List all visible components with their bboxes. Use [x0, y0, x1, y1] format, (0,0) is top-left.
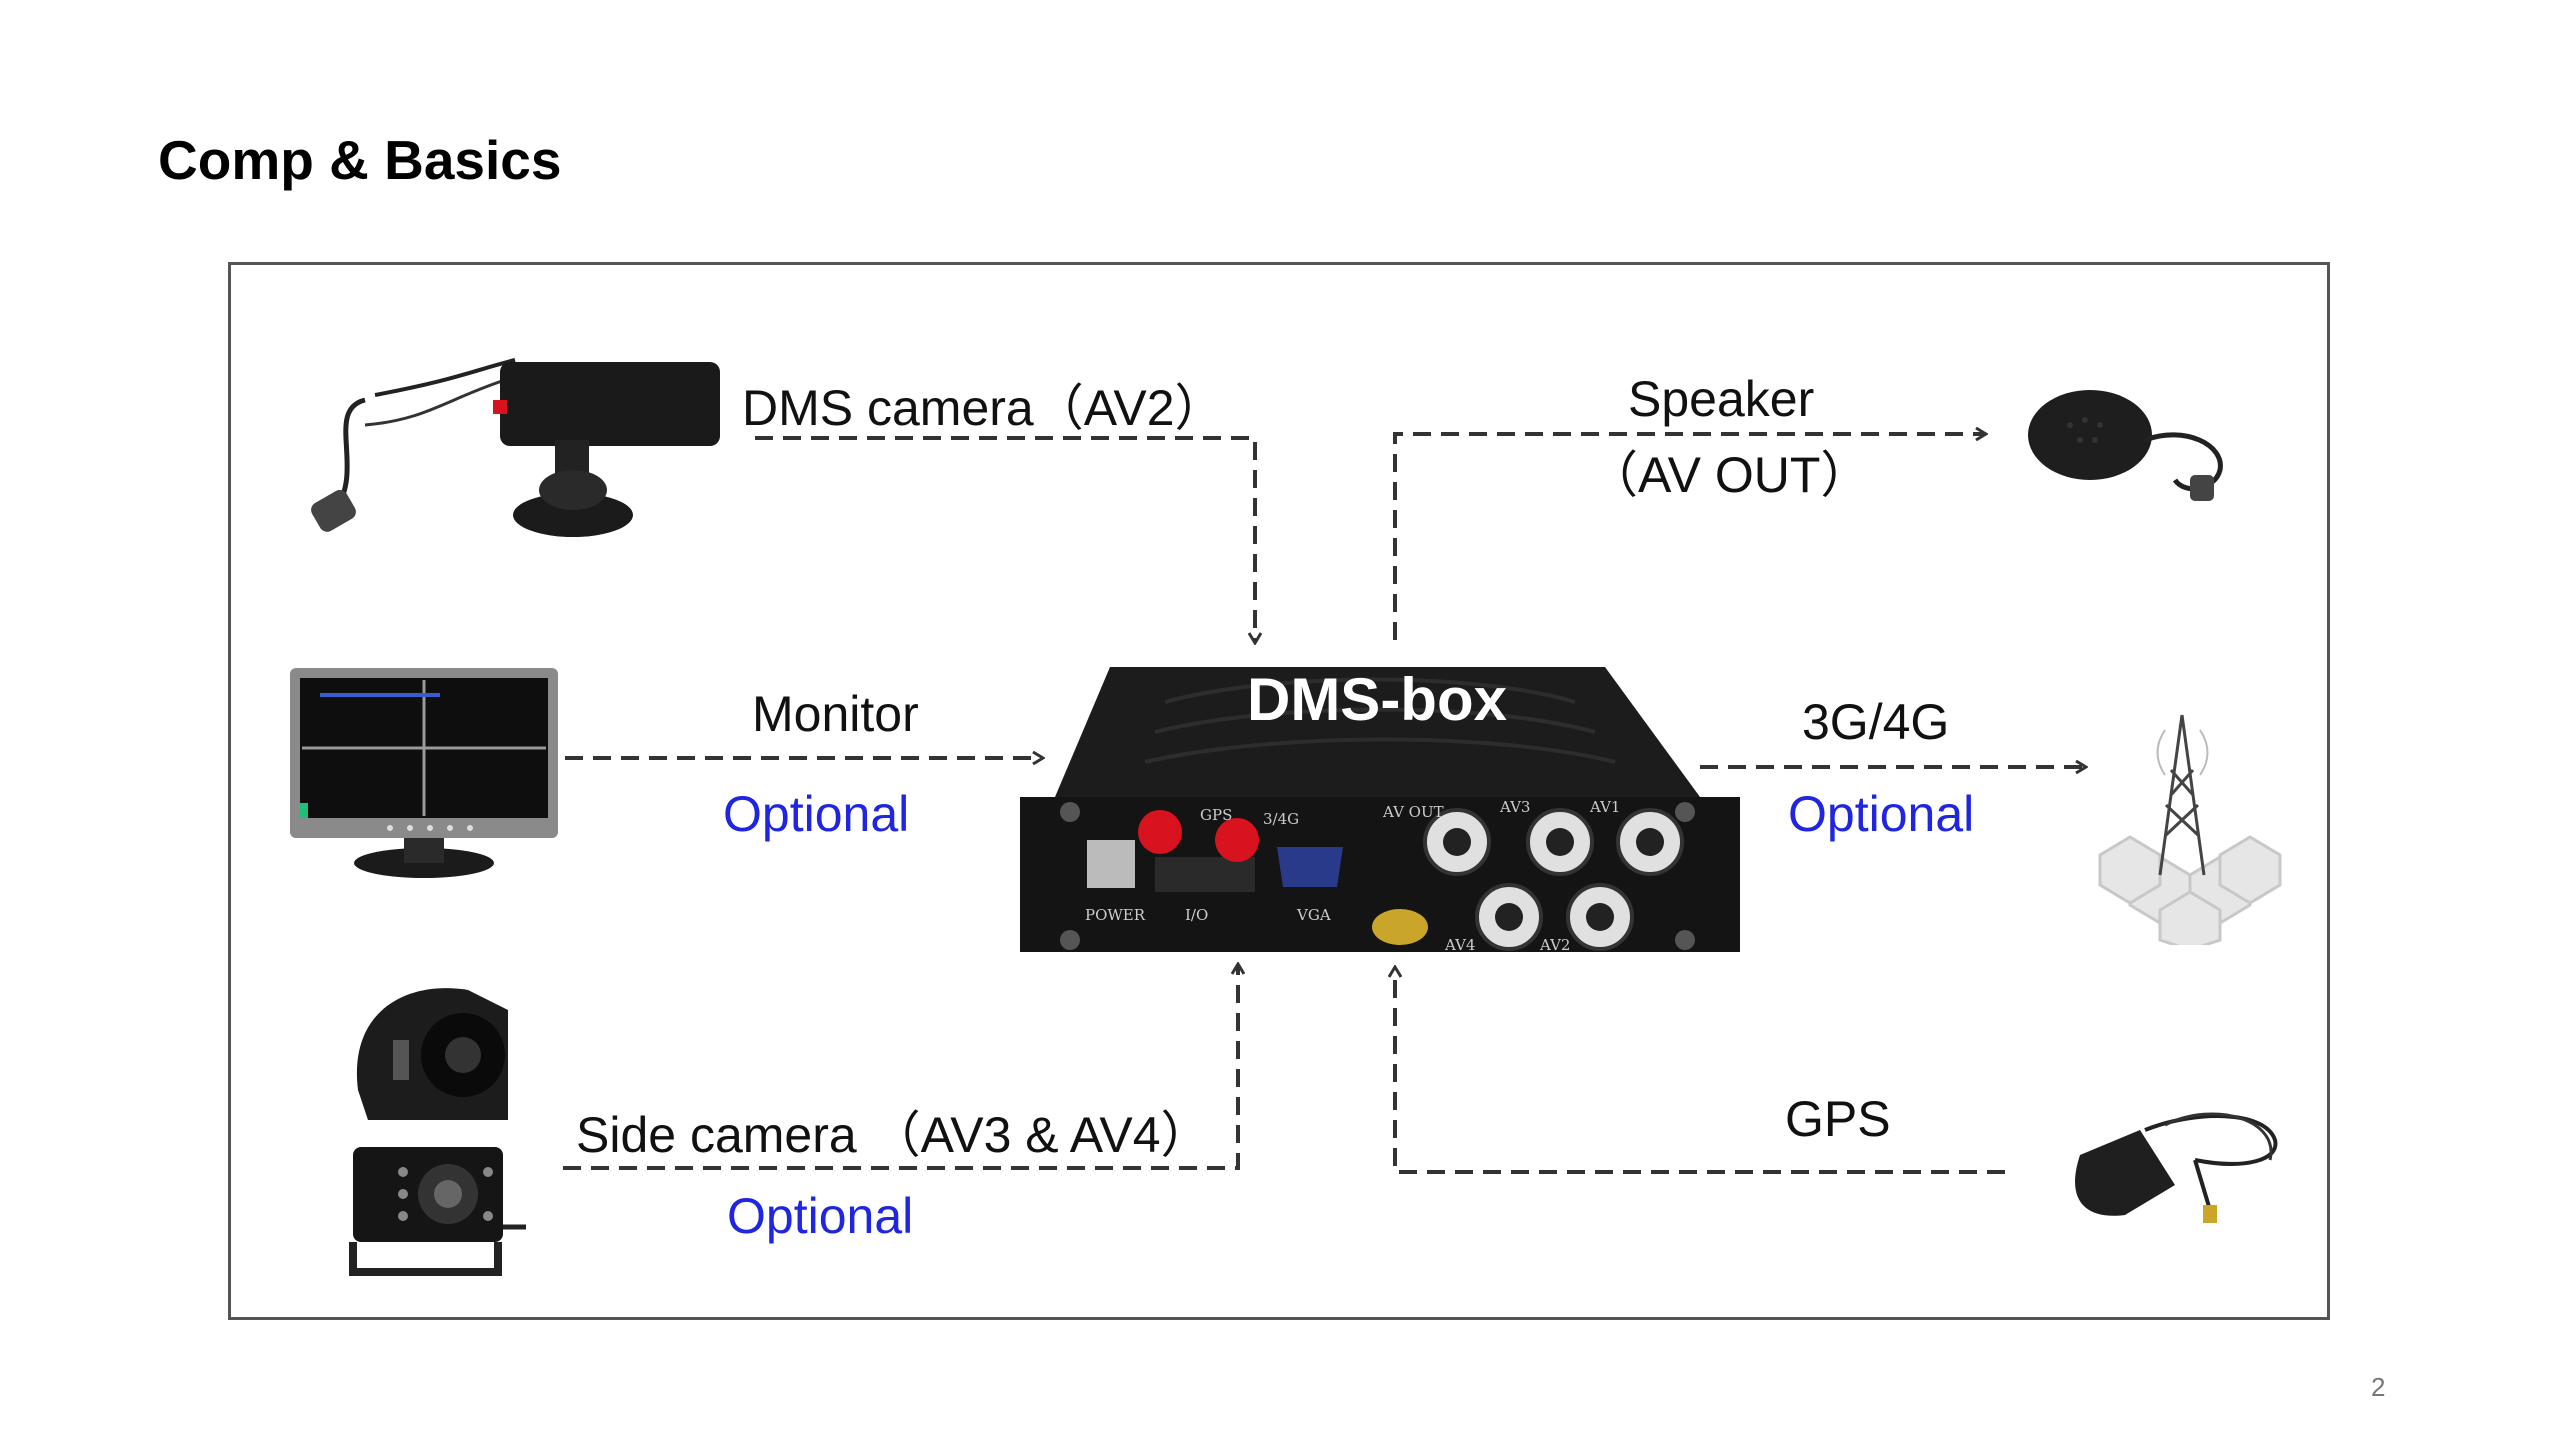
vga-port-label: VGA [1296, 906, 1331, 924]
av-out-port-label: AV OUT [1382, 803, 1444, 821]
gps-antenna-icon [2075, 1112, 2278, 1223]
av1-port-label: AV1 [1589, 798, 1620, 816]
page-title: Comp & Basics [158, 129, 562, 191]
dms-box-device: GPS 3/4G AV OUT AV3 AV1 POWER I/O VGA AV… [1020, 666, 1740, 954]
gps-arrow [1395, 968, 2005, 1174]
diagram-frame [228, 262, 2330, 1320]
gps-port-label: GPS [1200, 806, 1232, 824]
dms-box-label: DMS-box [1247, 666, 1507, 733]
dms-camera-icon [311, 358, 720, 537]
monitor-label: Monitor [752, 686, 919, 742]
page-number: 2 [2371, 1372, 2386, 1402]
net-port-label: 3/4G [1263, 810, 1299, 828]
speaker-label: Speaker [1628, 371, 1815, 427]
monitor-optional-label: Optional [723, 786, 910, 842]
power-port-label: POWER [1085, 906, 1146, 924]
speaker-arrow [1393, 434, 1985, 640]
monitor-icon [290, 668, 558, 878]
network-optional-label: Optional [1788, 786, 1975, 842]
dms-camera-label: DMS camera（AV2） [742, 380, 1225, 436]
speaker-icon [2028, 390, 2223, 501]
side-camera-arrow [563, 965, 1238, 1170]
av4-port-label: AV4 [1444, 936, 1475, 954]
gps-label: GPS [1785, 1091, 1891, 1147]
side-camera-optional-label: Optional [727, 1188, 914, 1244]
dome-side-camera-icon [356, 988, 508, 1120]
dms-camera-arrow [755, 436, 1255, 642]
network-label: 3G/4G [1802, 694, 1950, 750]
io-port-label: I/O [1185, 906, 1208, 924]
av2-port-label: AV2 [1539, 936, 1570, 954]
speaker-sublabel: （AV OUT） [1588, 447, 1871, 503]
side-camera-label: Side camera （AV3 & AV4） [576, 1107, 1211, 1163]
cell-tower-icon [2098, 714, 2282, 945]
box-side-camera-icon [349, 1147, 526, 1276]
av3-port-label: AV3 [1499, 798, 1530, 816]
